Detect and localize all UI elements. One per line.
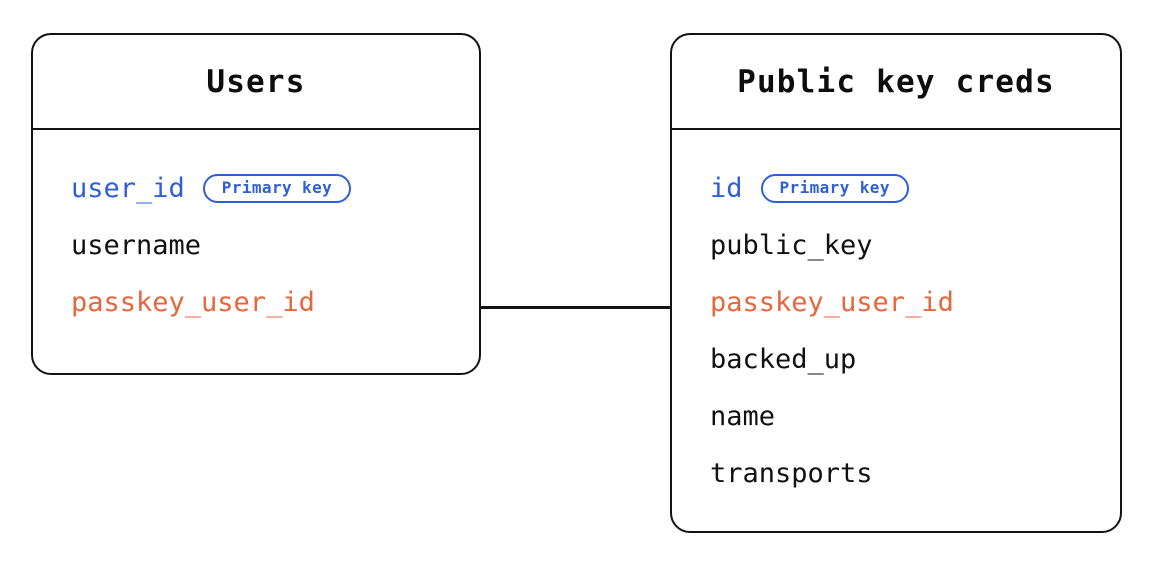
entity-public-key-creds[interactable]: Public key creds id Primary key public_k… [670, 33, 1122, 533]
field-name-backed-up: backed_up [710, 344, 857, 375]
field-row[interactable]: id Primary key [710, 160, 1120, 217]
field-row[interactable]: name [710, 388, 1120, 445]
field-row[interactable]: user_id Primary key [71, 160, 479, 217]
field-name-id: id [710, 173, 743, 204]
field-row[interactable]: passkey_user_id [71, 274, 479, 331]
entity-public-key-creds-header: Public key creds [672, 35, 1120, 130]
field-name-username: username [71, 230, 202, 261]
field-row[interactable]: public_key [710, 217, 1120, 274]
field-name-public-key: public_key [710, 230, 873, 261]
field-row[interactable]: transports [710, 445, 1120, 502]
field-row[interactable]: backed_up [710, 331, 1120, 388]
field-name-transports: transports [710, 458, 873, 489]
entity-users-title: Users [206, 63, 306, 100]
entity-public-key-creds-title: Public key creds [737, 63, 1055, 100]
field-row[interactable]: passkey_user_id [710, 274, 1120, 331]
primary-key-badge: Primary key [202, 174, 352, 203]
primary-key-badge: Primary key [760, 174, 909, 203]
entity-users-header: Users [33, 35, 479, 130]
entity-public-key-creds-field-list: id Primary key public_key passkey_user_i… [672, 130, 1120, 502]
field-name-user-id: user_id [71, 173, 185, 204]
field-name-name: name [710, 401, 776, 432]
relationship-connector-users-to-public-key-creds [479, 306, 672, 309]
entity-users-field-list: user_id Primary key username passkey_use… [33, 130, 479, 331]
field-name-passkey-user-id: passkey_user_id [71, 287, 315, 318]
field-row[interactable]: username [71, 217, 479, 274]
entity-users[interactable]: Users user_id Primary key username passk… [31, 33, 481, 375]
primary-key-badge-label: Primary key [779, 178, 890, 197]
primary-key-badge-label: Primary key [221, 178, 333, 197]
field-name-passkey-user-id: passkey_user_id [710, 287, 954, 318]
